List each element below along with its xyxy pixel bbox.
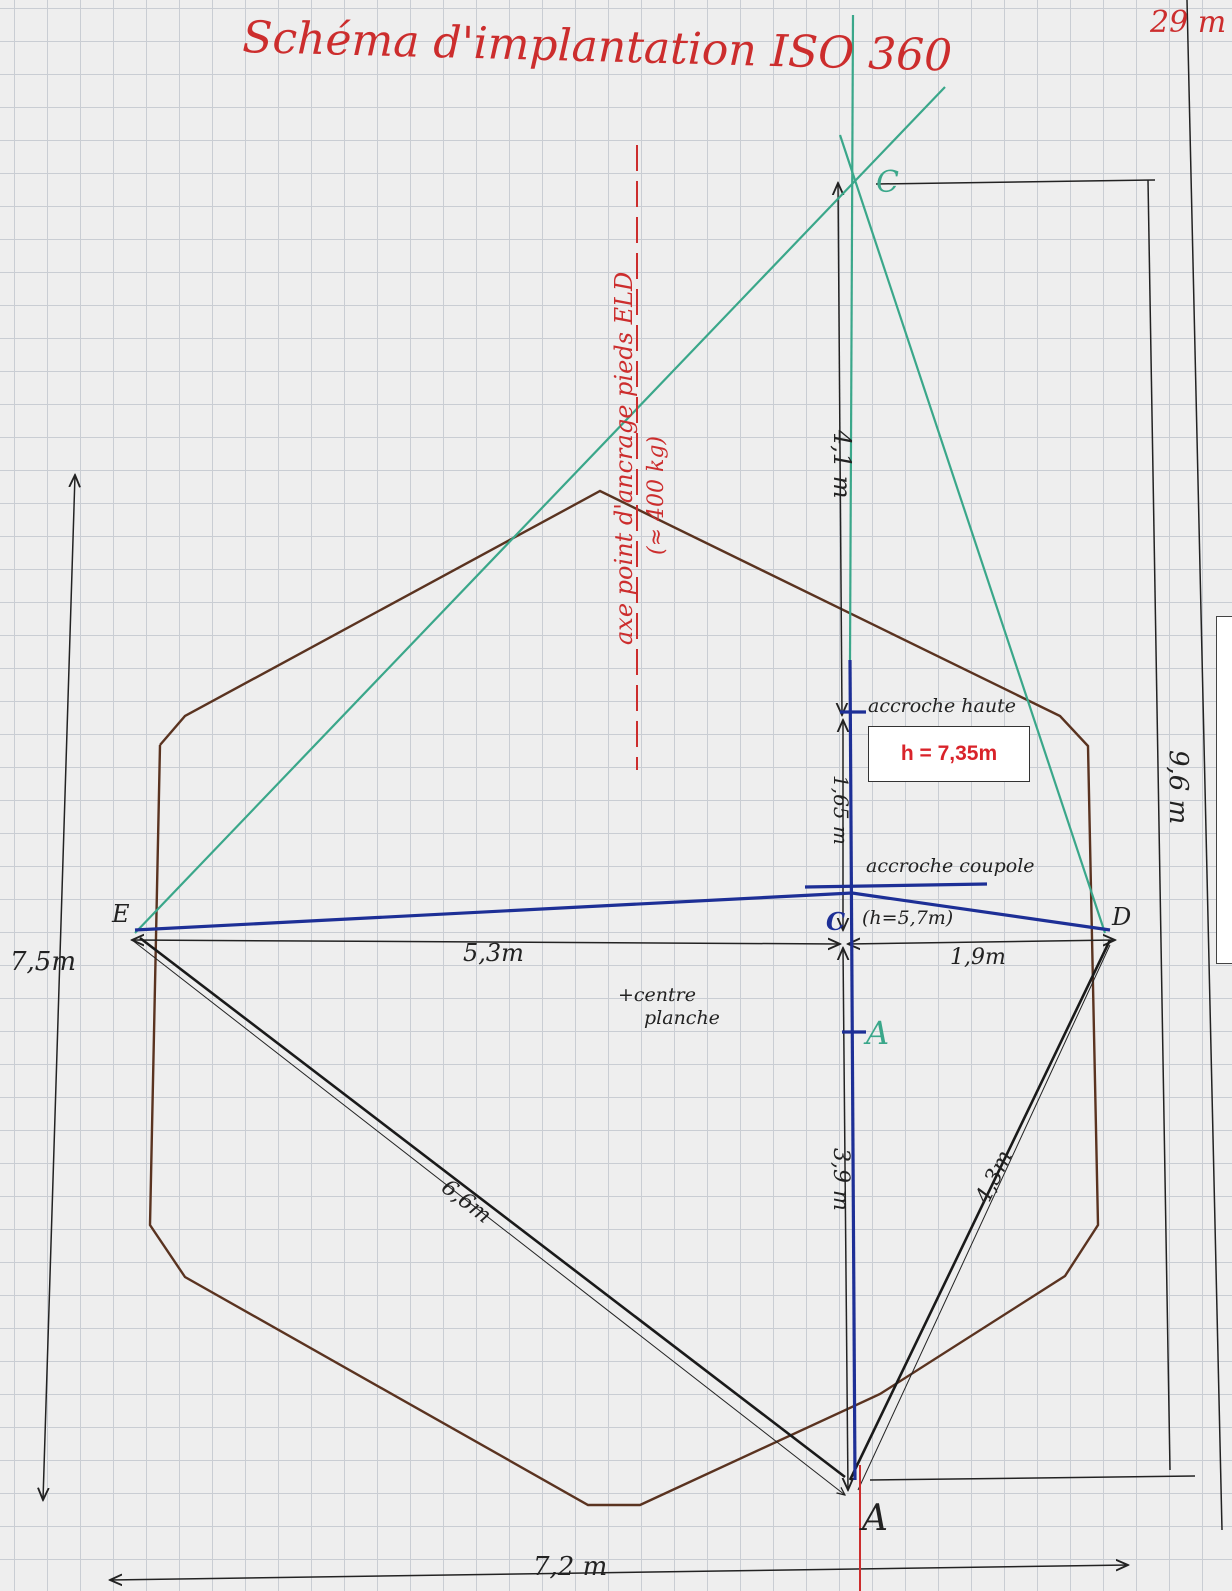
point-a-bottom: A xyxy=(859,1498,888,1539)
teal-dc-line xyxy=(838,134,1107,934)
blank-note-box xyxy=(1216,616,1232,964)
accroche-coupole-label: accroche coupole xyxy=(866,855,1035,877)
point-d: D xyxy=(1111,903,1131,931)
teal-ec-line xyxy=(134,86,946,934)
teal-vertical xyxy=(848,14,855,661)
coupole-height-label: (h=5,7m) xyxy=(862,907,953,929)
vert-upper-label: 4,1 m xyxy=(828,429,856,499)
point-e: E xyxy=(111,900,130,928)
right-height-label: 9,6 m xyxy=(1163,750,1193,824)
vert-lower-dim xyxy=(843,948,848,1490)
point-c-mid: C xyxy=(826,907,845,936)
bottom-width-dim xyxy=(110,1565,1128,1580)
black-cables xyxy=(139,936,1112,1481)
blue-mast xyxy=(848,659,857,1481)
top-right-label: 29 m xyxy=(1149,5,1226,40)
anchor-axis-label: axe point d'ancrage pieds ELD xyxy=(610,272,638,645)
cd-dim xyxy=(848,940,1115,944)
teal-construction xyxy=(134,14,1107,934)
diagram-title: Schéma d'implantation ISO 360 xyxy=(242,12,953,82)
c-top-horizontal xyxy=(875,179,1156,185)
vert-lower-label: 3,9 m xyxy=(828,1148,853,1211)
height-callout-box: h = 7,35m xyxy=(868,726,1030,782)
blue-cables xyxy=(134,659,1111,1481)
right-border-line xyxy=(1186,0,1223,1531)
da-cable xyxy=(848,939,1112,1481)
bottom-width-label: 7,2 m xyxy=(533,1552,607,1582)
ec-dim xyxy=(132,940,840,944)
blue-coupole-bar xyxy=(804,882,988,889)
vert-mid-label: 1,65 m xyxy=(829,775,853,845)
centre-planche-line1: +centre xyxy=(618,984,696,1006)
blue-e-c xyxy=(134,891,853,932)
canopy-outline xyxy=(148,489,1100,1507)
bottom-horizontal xyxy=(869,1475,1196,1481)
vert-upper-dim xyxy=(838,183,842,715)
ea-cable xyxy=(139,936,846,1479)
accroche-haute-label: accroche haute xyxy=(868,695,1016,717)
left-height-label: 7,5m xyxy=(10,947,76,977)
red-axis xyxy=(636,145,861,1591)
left-height-dim xyxy=(43,475,75,1500)
point-c-top: C xyxy=(876,165,899,200)
blue-c-d xyxy=(851,891,1111,932)
ea-diag-dim xyxy=(131,939,845,1495)
point-a-mid: A xyxy=(863,1014,889,1052)
cd-label: 1,9m xyxy=(950,945,1006,970)
dimension-lines xyxy=(43,0,1223,1580)
height-callout-text: h = 7,35m xyxy=(900,742,998,765)
right-height-dim xyxy=(1147,179,1171,1471)
centre-planche-line2: planche xyxy=(644,1007,720,1029)
ec-label: 5,3m xyxy=(463,939,524,967)
anchor-axis-sublabel: (≈ 400 kg) xyxy=(644,436,669,555)
ea-diag-label: 6,6m xyxy=(436,1175,496,1229)
da-diag-label: 4,3m xyxy=(970,1146,1017,1208)
da-diag-dim xyxy=(857,944,1111,1491)
